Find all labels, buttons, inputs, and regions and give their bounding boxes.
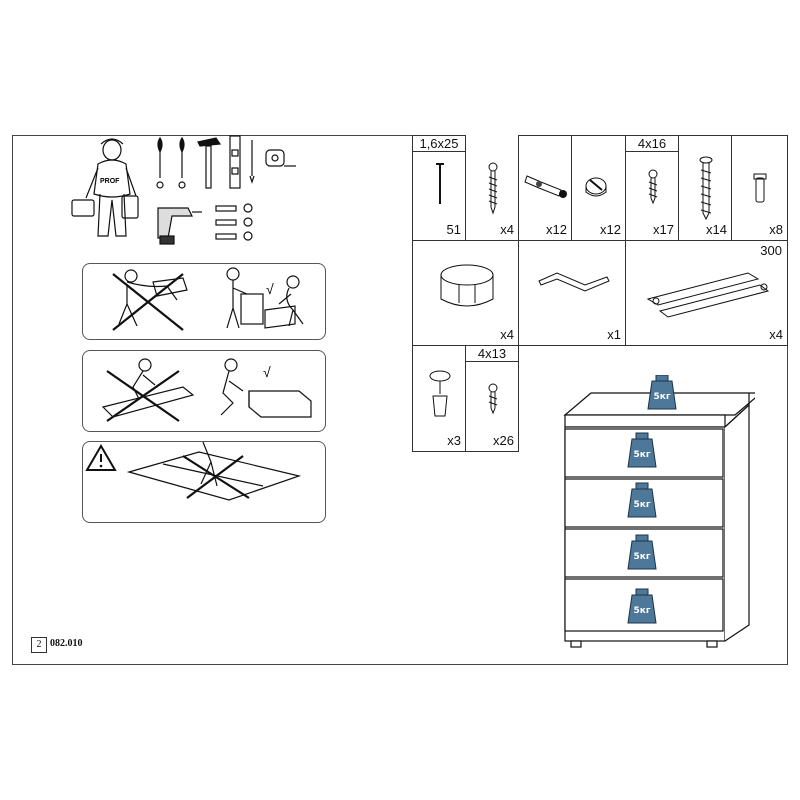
hardware-cell-dowel: x8 xyxy=(731,135,788,241)
wall-anchor-icon xyxy=(429,370,451,417)
lifting-instruction-panel: √ xyxy=(82,263,326,340)
screw-icon xyxy=(488,162,498,215)
hardware-cell-screw: x4 xyxy=(465,135,519,241)
hardware-qty-cam-bolt: x12 xyxy=(546,222,567,237)
hammer-icon xyxy=(197,137,222,189)
hardware-header-slide: 300 xyxy=(760,243,782,258)
worker-figure xyxy=(71,138,139,237)
hardware-header-small-screw: 4x13 xyxy=(465,345,519,362)
dowel-icon xyxy=(753,173,767,203)
dresser-top-front xyxy=(564,414,726,428)
hardware-cell-foot: x4 xyxy=(412,240,519,346)
screwdriver-icon xyxy=(156,136,186,189)
drill-bits-icon xyxy=(215,203,253,241)
hardware-cell-small-screw: x26 xyxy=(465,361,519,452)
page-number: 2 xyxy=(31,637,47,653)
hardware-cell-hex-key: x1 xyxy=(518,240,626,346)
pencil-icon xyxy=(249,140,255,184)
weight-5kg-icon: 5кг xyxy=(627,432,657,468)
weight-5kg-icon: 5кг xyxy=(647,375,677,410)
hardware-cell-confirmat: x14 xyxy=(678,135,732,241)
dresser-foot-right xyxy=(706,640,718,648)
wrong-cross-icon-2 xyxy=(106,370,180,422)
hardware-qty-dowel: x8 xyxy=(769,222,783,237)
weight-label: 5кг xyxy=(633,552,650,562)
hardware-cell-cam-lock: x12 xyxy=(571,135,626,241)
drill-icon xyxy=(157,207,202,245)
hardware-qty-nail: 51 xyxy=(446,222,461,237)
wrong-cross-icon-3 xyxy=(182,455,250,499)
correct-check-icon: √ xyxy=(266,281,274,297)
hardware-qty-wall-anchor: x3 xyxy=(447,433,461,448)
weight-label: 5кг xyxy=(653,392,670,402)
hardware-header-5: 4x16 xyxy=(625,135,679,152)
panels-on-floor-figure xyxy=(126,442,302,501)
spirit-level-icon xyxy=(229,135,241,189)
weight-5kg-icon: 5кг xyxy=(627,482,657,518)
warning-panel xyxy=(82,441,326,523)
warning-triangle-icon xyxy=(85,444,117,471)
hardware-cell-drawer-slide: 300 x4 xyxy=(625,240,788,346)
confirmat-screw-icon xyxy=(699,156,713,221)
hardware-qty-foot: x4 xyxy=(500,327,514,342)
hardware-qty-small-screw: x26 xyxy=(493,433,514,448)
hardware-cell-cam-bolt: x12 xyxy=(518,135,572,241)
tape-measure-icon xyxy=(265,149,296,167)
correct-check-icon-2: √ xyxy=(263,364,271,380)
hardware-cell-short-screw: x17 xyxy=(625,151,679,241)
worker-shirt-label: PROF xyxy=(100,178,120,185)
hardware-qty-drawer-slide: x4 xyxy=(769,327,783,342)
document-code: 082.010 xyxy=(50,638,83,649)
small-screw-icon xyxy=(488,383,498,415)
wrong-cross-icon xyxy=(112,273,184,331)
wrong-assembly-figure xyxy=(101,358,195,418)
foot-icon xyxy=(440,264,494,307)
correct-lifting-figures xyxy=(226,267,304,329)
page-frame xyxy=(12,135,788,665)
weight-5kg-icon: 5кг xyxy=(627,588,657,624)
hardware-qty-hex-key: x1 xyxy=(607,327,621,342)
tools-illustration: PROF xyxy=(70,130,310,250)
dresser-illustration: 5кг 5кг 5кг 5кг 5кг xyxy=(555,375,755,655)
hardware-qty-screw: x4 xyxy=(500,222,514,237)
drawer-slide-icon xyxy=(646,272,770,318)
weight-label: 5кг xyxy=(633,450,650,460)
cam-lock-icon xyxy=(585,177,607,197)
dresser-foot-left xyxy=(570,640,582,648)
short-screw-icon xyxy=(648,169,658,205)
assembly-position-panel: √ xyxy=(82,350,326,432)
hardware-header-1: 1,6x25 xyxy=(412,135,466,152)
nail-icon xyxy=(436,163,444,204)
weight-label: 5кг xyxy=(633,606,650,616)
hardware-cell-wall-anchor: x3 xyxy=(412,345,466,452)
weight-5kg-icon: 5кг xyxy=(627,534,657,570)
hardware-cell-nail: 51 xyxy=(412,151,466,241)
hardware-qty-short-screw: x17 xyxy=(653,222,674,237)
weight-label: 5кг xyxy=(633,500,650,510)
hardware-qty-cam-lock: x12 xyxy=(600,222,621,237)
correct-assembly-figure xyxy=(220,358,312,418)
hardware-qty-confirmat: x14 xyxy=(706,222,727,237)
hex-key-icon xyxy=(538,272,610,292)
cam-bolt-icon xyxy=(524,175,567,198)
